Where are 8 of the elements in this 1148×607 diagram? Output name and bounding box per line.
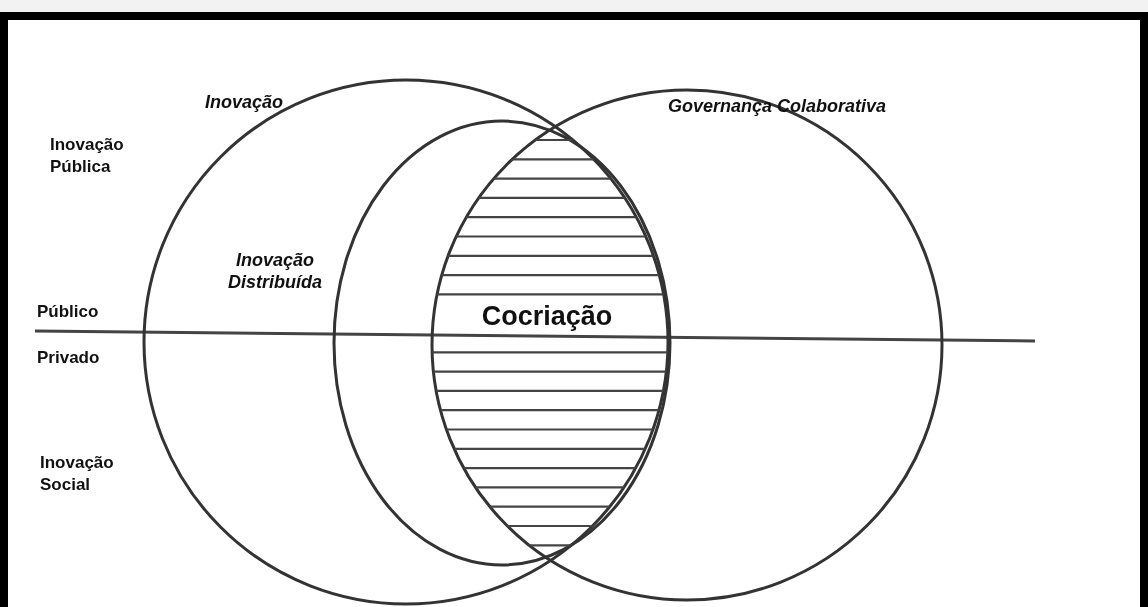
circle-title: Inovação [205,92,285,114]
region-label: Inovação Pública [50,134,125,179]
region-label: Inovação Social [40,452,115,497]
sector-label: Privado [37,347,101,369]
sector-label: Público [37,301,100,323]
ellipse-title: Inovação Distribuída [227,250,323,294]
circle-title: Governança Colaborativa [668,96,888,118]
intersection-label: Cocriação [480,300,614,333]
